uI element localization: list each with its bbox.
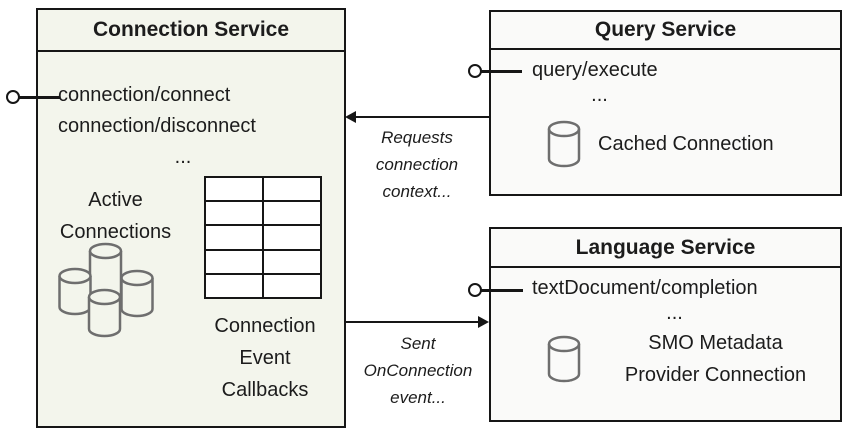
requests-annotation-line3: context... (382, 182, 452, 201)
sent-arrow-line (346, 321, 480, 323)
table-cell (264, 226, 320, 249)
requests-annotation-line1: Requests (381, 128, 453, 147)
callback-table (204, 176, 322, 299)
table-cell (264, 274, 320, 297)
language-service-title: Language Service (491, 229, 840, 268)
query-service-port-icon (468, 64, 482, 78)
method-connection-connect: connection/connect (58, 84, 231, 106)
method-textdocument-completion: textDocument/completion (532, 277, 758, 299)
table-cell (206, 274, 262, 297)
table-cell (206, 250, 262, 273)
sent-annotation: Sent OnConnection event... (352, 330, 484, 411)
callback-label-line1: Connection (214, 315, 316, 337)
ellipsis-text: ... (174, 146, 192, 168)
query-service-methods: query/execute ... (532, 58, 667, 108)
connection-service-port-icon (6, 90, 20, 104)
sent-annotation-line2: OnConnection (363, 361, 473, 380)
smo-metadata-row: SMO Metadata Provider Connection (546, 327, 833, 391)
cached-connection-row: Cached Connection (546, 120, 774, 168)
smo-label-line1: SMO Metadata (648, 332, 783, 354)
ellipsis-text: ... (666, 302, 683, 324)
table-cell (206, 226, 262, 249)
method-connection-disconnect: connection/disconnect (58, 115, 256, 137)
table-cell (264, 202, 320, 225)
language-service-port-line (481, 289, 523, 292)
language-service-methods: textDocument/completion ... (532, 276, 817, 326)
sent-annotation-line1: Sent (400, 334, 436, 353)
database-cylinder-icon (547, 335, 581, 383)
language-service-port-icon (468, 283, 482, 297)
table-cell (206, 202, 262, 225)
table-cell (264, 178, 320, 201)
cached-connection-label: Cached Connection (598, 132, 774, 155)
method-query-execute: query/execute (532, 59, 658, 81)
sent-arrow-head-icon (478, 316, 489, 328)
connection-service-port-line (19, 96, 60, 99)
smo-label-line2: Provider Connection (624, 364, 807, 386)
smo-metadata-label: SMO Metadata Provider Connection (598, 327, 833, 391)
callback-table-label: Connection Event Callbacks (190, 310, 340, 406)
callback-label-line3: Callbacks (221, 379, 309, 401)
table-cell (206, 178, 262, 201)
sent-annotation-line3: event... (390, 388, 446, 407)
requests-annotation-line2: connection (375, 155, 459, 174)
ellipsis-text: ... (591, 84, 608, 106)
callback-label-line2: Event (239, 347, 291, 369)
language-service-box: Language Service textDocument/completion… (489, 227, 842, 422)
connection-service-title: Connection Service (38, 10, 344, 52)
table-cell (264, 250, 320, 273)
active-connections-line1: Active (88, 189, 143, 211)
active-connections-cluster-icon (58, 242, 154, 338)
database-cylinder-icon (547, 120, 581, 168)
query-service-box: Query Service query/execute ... Cached C… (489, 10, 842, 196)
query-service-port-line (481, 70, 522, 73)
requests-arrow-head-icon (345, 111, 356, 123)
query-service-title: Query Service (491, 12, 840, 50)
requests-annotation: Requests connection context... (350, 124, 484, 205)
connection-service-methods: connection/connect connection/disconnect… (58, 80, 308, 173)
active-connections-line2: Connections (59, 221, 172, 243)
active-connections-label: Active Connections (43, 184, 188, 248)
requests-arrow-line (354, 116, 489, 118)
connection-service-box: Connection Service connection/connect co… (36, 8, 346, 428)
